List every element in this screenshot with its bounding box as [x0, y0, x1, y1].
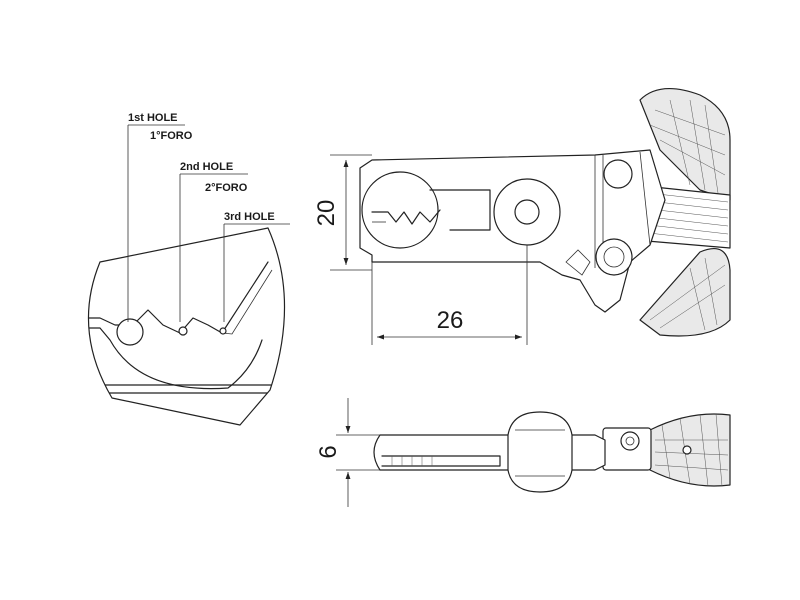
- tool-side-view: [359, 87, 731, 337]
- label-1-foro: 1°FORO: [150, 130, 193, 142]
- thickness-value: 6: [315, 445, 342, 458]
- dimension-thickness: 6: [315, 398, 380, 507]
- detail-outline: [87, 227, 286, 426]
- label-2nd-hole: 2nd HOLE: [180, 161, 233, 173]
- dimension-jaw-height: 20: [313, 154, 372, 271]
- label-3rd-hole: 3rd HOLE: [224, 211, 275, 223]
- tool-top-view: [373, 411, 731, 493]
- hole-1-icon: [116, 318, 144, 346]
- label-1st-hole: 1st HOLE: [128, 112, 178, 124]
- jaw-length-value: 26: [437, 307, 464, 334]
- hole-3-icon: [219, 327, 227, 335]
- jaw-height-value: 20: [313, 200, 340, 227]
- dimension-jaw-length: 26: [371, 245, 528, 345]
- hole-detail-view: 1st HOLE 1°FORO 2nd HOLE 2°FORO 3rd HOLE: [87, 112, 290, 426]
- hole-2-icon: [178, 326, 188, 336]
- label-2-foro: 2°FORO: [205, 182, 248, 194]
